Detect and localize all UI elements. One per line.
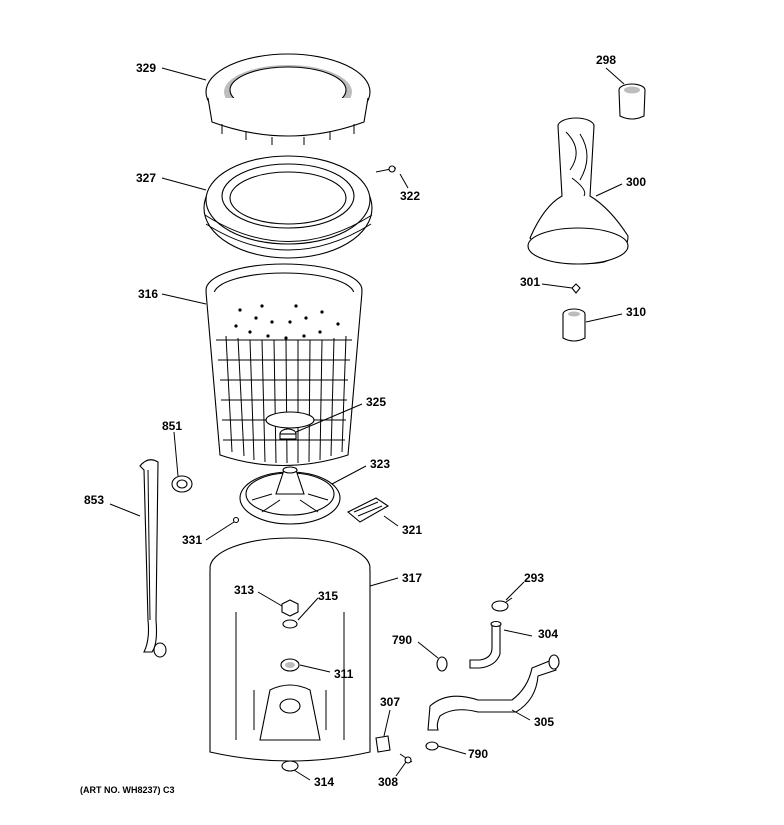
part-label: 853 <box>84 493 104 507</box>
pump-hose <box>139 459 167 658</box>
hose-clamp <box>491 597 513 612</box>
lint-filter <box>347 497 390 523</box>
agitator-hub <box>239 466 341 525</box>
leader-lines <box>109 67 625 781</box>
agitator-cap <box>618 83 646 120</box>
part-label: 308 <box>378 775 398 789</box>
part-label: 293 <box>524 571 544 585</box>
part-label: 311 <box>334 667 354 681</box>
part-label: 316 <box>138 287 158 301</box>
tub-nut-311 <box>280 658 300 672</box>
clip <box>232 516 240 524</box>
part-label: 325 <box>366 395 386 409</box>
drain-hose-long <box>427 654 560 731</box>
part-label: 304 <box>538 627 558 641</box>
part-label: 305 <box>534 715 554 729</box>
bracket-screw <box>399 753 413 764</box>
part-label: 310 <box>626 305 646 319</box>
tub-cover-ring <box>205 53 371 145</box>
part-label: 327 <box>136 171 156 185</box>
part-label: 321 <box>402 523 422 537</box>
part-label: 307 <box>380 695 400 709</box>
part-labels: 329 327 322 316 325 323 321 331 851 853 … <box>84 53 646 789</box>
part-label: 322 <box>400 189 420 203</box>
clamp-790-upper <box>436 656 448 672</box>
bracket <box>375 735 391 753</box>
part-label: 790 <box>468 747 488 761</box>
basket-nut <box>279 428 297 440</box>
tub-washer-315 <box>282 619 298 629</box>
drain-hose <box>469 620 502 669</box>
part-label: 313 <box>234 583 254 597</box>
part-label: 323 <box>370 457 390 471</box>
wash-basket <box>205 263 363 467</box>
tub-fastener-313 <box>281 599 299 617</box>
part-label: 298 <box>596 53 616 67</box>
agitator <box>527 117 629 265</box>
part-label: 790 <box>392 633 412 647</box>
art-number: (ART NO. WH8237) C3 <box>80 785 175 795</box>
hose-bushing <box>171 475 193 493</box>
part-label: 301 <box>520 275 540 289</box>
balance-ring <box>203 155 373 259</box>
part-label: 314 <box>314 775 334 789</box>
part-label: 331 <box>182 533 202 547</box>
outer-tub <box>209 537 371 762</box>
agitator-screw <box>571 283 581 294</box>
clamp-790-lower <box>425 741 439 751</box>
agitator-coupling <box>562 308 586 342</box>
o-ring <box>281 760 299 772</box>
part-label: 300 <box>626 175 646 189</box>
part-label: 851 <box>162 419 182 433</box>
ring-screw <box>375 165 397 173</box>
part-label: 329 <box>136 61 156 75</box>
part-label: 315 <box>318 589 338 603</box>
part-label: 317 <box>402 571 422 585</box>
